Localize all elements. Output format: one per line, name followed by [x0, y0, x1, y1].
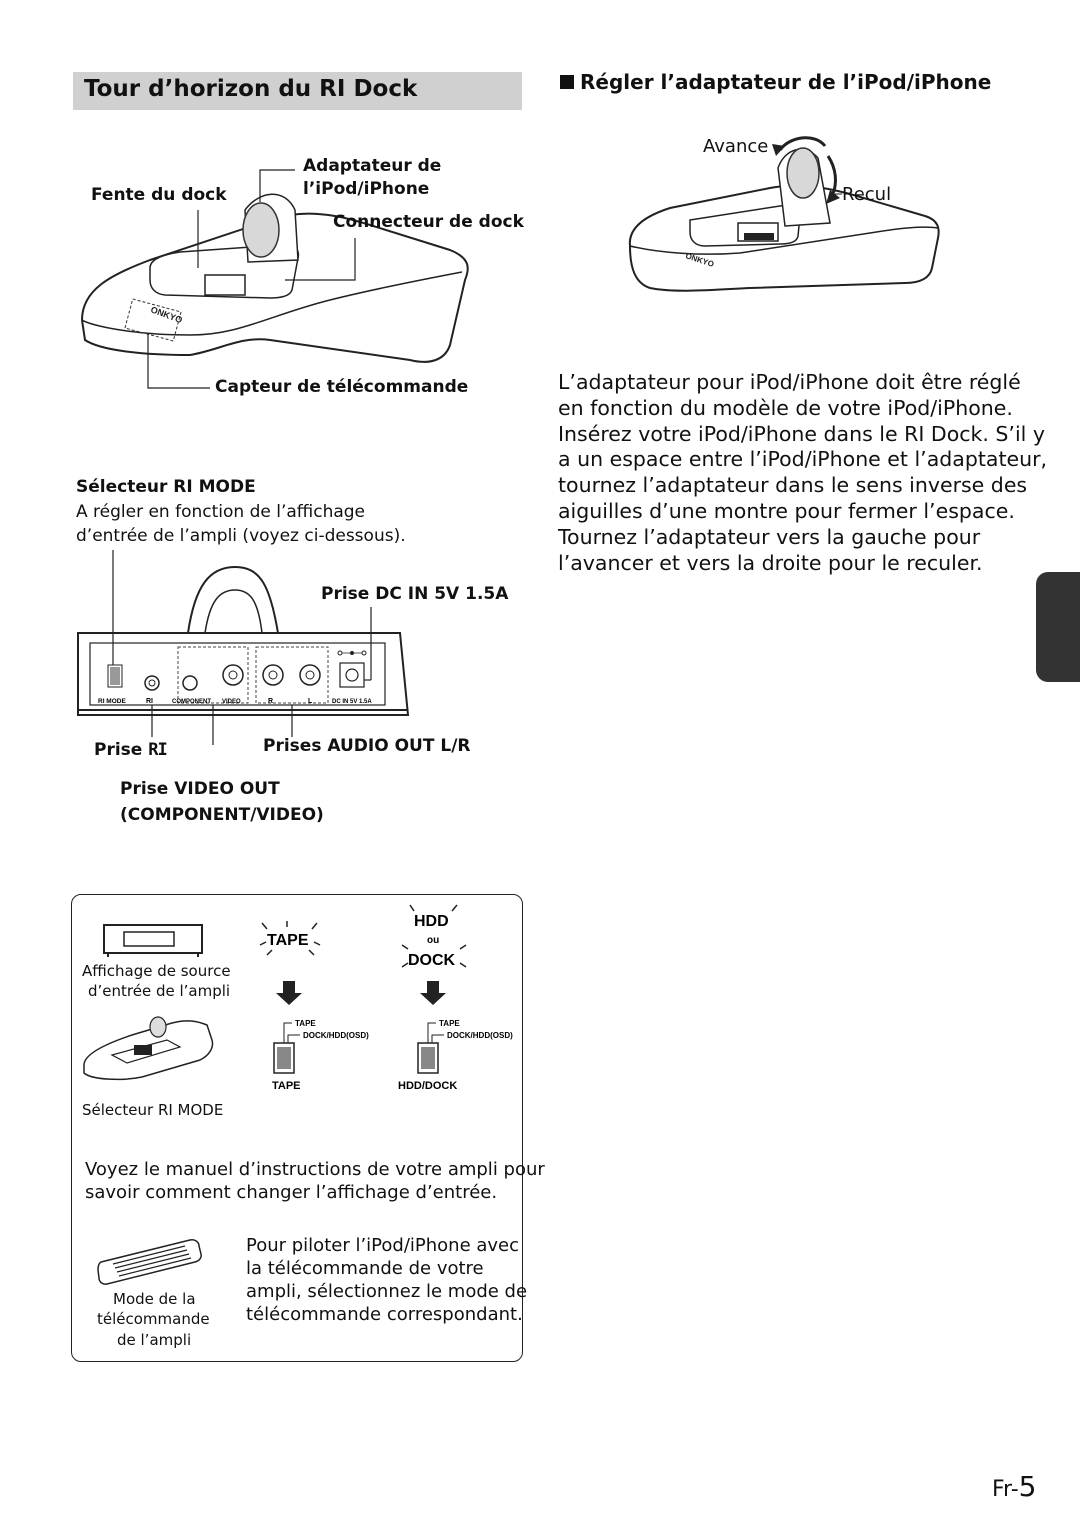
switch-hdddock-top-label: TAPE — [439, 1019, 460, 1028]
ri-jack-label: Prise RI — [94, 740, 168, 760]
paragraph-line: a un espace entre l’iPod/iPhone et l’ada… — [558, 447, 1048, 472]
page-prefix: Fr- — [992, 1477, 1019, 1502]
audio-out-label: Prises AUDIO OUT L/R — [263, 736, 471, 756]
ri-jack-label-text: Prise — [94, 740, 143, 760]
remote-caption-line2: télécommande — [97, 1310, 210, 1328]
avance-label: Avance — [703, 136, 769, 157]
remote-control-illustration — [97, 1239, 202, 1285]
adjust-adapter-heading: Régler l’adaptateur de l’iPod/iPhone — [560, 70, 991, 94]
switch-hdddock-bottom-label: DOCK/HDD(OSD) — [447, 1031, 513, 1040]
paragraph-line: Tournez l’adaptateur vers la gauche pour — [558, 524, 981, 549]
paragraph-line: aiguilles d’une montre pour fermer l’esp… — [558, 498, 1015, 523]
input-display-illustration: TAPE HDD ou DOCK TAPE DOCK/HDD(OSD) TAPE… — [83, 904, 513, 1092]
paragraph-line: L’adaptateur pour iPod/iPhone doit être … — [558, 370, 1021, 394]
hdd-display-word: HDD — [414, 913, 449, 930]
paragraph-line: Insérez votre iPod/iPhone dans le RI Doc… — [558, 421, 1045, 446]
adapter-rotation-diagram: ONKYO — [628, 136, 940, 292]
panel-label-r: R — [268, 698, 273, 705]
switch-tape-bottom-label: DOCK/HDD(OSD) — [303, 1031, 369, 1040]
recul-label: Recul — [842, 184, 892, 205]
rimode-title: Sélecteur RI MODE — [76, 477, 256, 497]
switch-tape-top-label: TAPE — [295, 1019, 316, 1028]
connector-label: Connecteur de dock — [333, 212, 524, 232]
paragraph-line: l’avancer et vers la droite pour le recu… — [558, 550, 983, 575]
page-number: Fr-5 — [992, 1470, 1036, 1503]
rear-panel-diagram: RI MODE RI COMPONENT VIDEO R L DC IN 5V … — [77, 550, 410, 745]
switch-hdddock-position: TAPE DOCK/HDD(OSD) — [417, 1019, 513, 1074]
note-line2: savoir comment changer l’affichage d’ent… — [85, 1182, 498, 1203]
remote-caption-line3: de l’ampli — [117, 1331, 192, 1349]
rimode-desc-line1: A régler en fonction de l’affichage — [76, 502, 366, 522]
rimode-desc-line2: d’entrée de l’ampli (voyez ci-dessous). — [76, 526, 406, 546]
display-caption-line1: Affichage de source — [82, 962, 231, 980]
adjustment-paragraph: L’adaptateur pour iPod/iPhone doit être … — [558, 370, 1048, 576]
remote-text-line1: Pour piloter l’iPod/iPhone avec — [246, 1235, 520, 1256]
remote-text-line2: la télécommande de votre — [246, 1258, 484, 1279]
language-tab-marker — [1036, 572, 1080, 682]
section-title: Tour d’horizon du RI Dock — [84, 76, 418, 102]
remote-caption-line1: Mode de la — [113, 1290, 196, 1308]
panel-label-component: COMPONENT — [172, 699, 211, 705]
page-digit: 5 — [1018, 1470, 1037, 1503]
dock-overview-diagram: ONKYO — [80, 169, 469, 389]
display-caption-line2: d’entrée de l’ampli — [88, 982, 231, 1000]
sensor-label: Capteur de télécommande — [215, 377, 469, 397]
adapter-label-line1: Adaptateur de — [303, 156, 442, 176]
adapter-label-line2: l’iPod/iPhone — [303, 179, 430, 199]
ri-symbol: RI — [148, 740, 168, 760]
section-title-bar: Tour d’horizon du RI Dock — [73, 72, 522, 110]
adjust-adapter-heading-text: Régler l’adaptateur de l’iPod/iPhone — [580, 70, 992, 94]
panel-label-rimode: RI MODE — [98, 698, 126, 705]
tape-display-word: TAPE — [267, 932, 309, 949]
selector-caption: Sélecteur RI MODE — [82, 1101, 224, 1119]
or-word: ou — [427, 935, 439, 946]
panel-label-dc: DC IN 5V 1.5A — [332, 699, 372, 705]
dc-jack-label: Prise DC IN 5V 1.5A — [321, 584, 509, 604]
dock-display-word: DOCK — [408, 952, 456, 969]
paragraph-line: tournez l’adaptateur dans le sens invers… — [558, 473, 1028, 498]
video-out-label-line1: Prise VIDEO OUT — [120, 779, 280, 799]
slot-label: Fente du dock — [91, 185, 227, 205]
hdddock-caption: HDD/DOCK — [398, 1080, 457, 1092]
remote-text-line4: télécommande correspondant. — [246, 1304, 523, 1325]
panel-label-l: L — [308, 698, 313, 705]
panel-label-video: VIDEO — [222, 699, 241, 705]
heading-square-icon — [560, 75, 574, 89]
remote-text-line3: ampli, sélectionnez le mode de — [246, 1281, 528, 1302]
tape-caption: TAPE — [272, 1080, 301, 1092]
input-display-info-box — [71, 894, 523, 1362]
switch-tape-position: TAPE DOCK/HDD(OSD) — [273, 1019, 369, 1074]
paragraph-line: en fonction du modèle de votre iPod/iPho… — [558, 395, 1013, 420]
note-line1: Voyez le manuel d’instructions de votre … — [85, 1159, 545, 1180]
panel-label-ri: RI — [146, 698, 153, 705]
video-out-label-line2: (COMPONENT/VIDEO) — [120, 805, 324, 825]
